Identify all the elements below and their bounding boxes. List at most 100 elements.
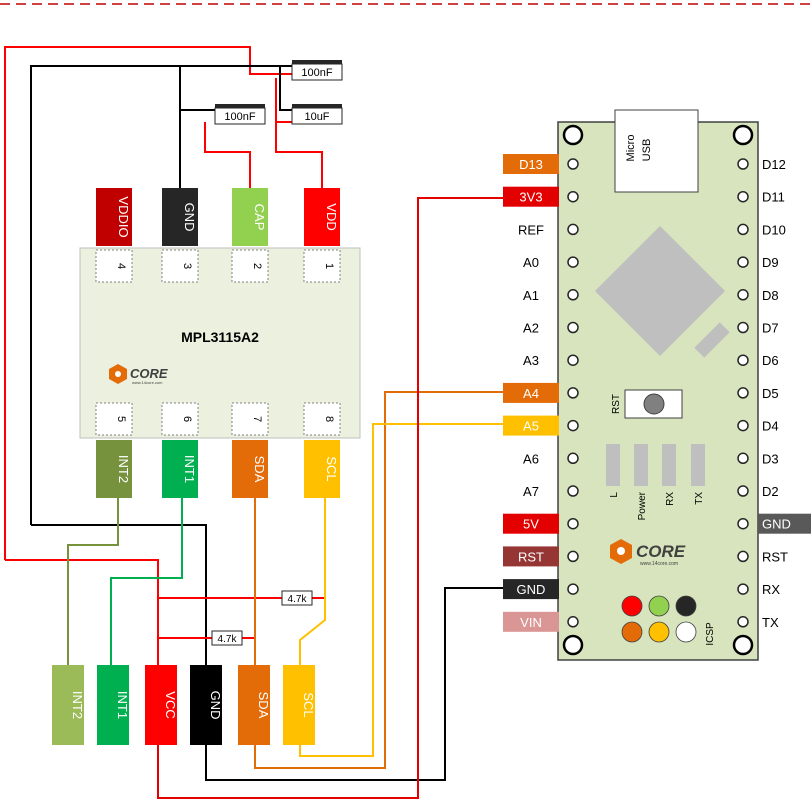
- wire-cap: [204, 122, 251, 190]
- sensor-pin-gnd-num: 3: [181, 263, 193, 269]
- board-pin-right-rst-hole: [737, 550, 749, 563]
- board-pin-right-d8-label: D8: [762, 288, 779, 303]
- board-pin-right-d2-hole: [737, 485, 749, 497]
- led-label-l: L: [609, 492, 620, 498]
- sensor-pin-scl-label: SCL: [324, 456, 339, 481]
- sensor-pin-gnd-label: GND: [182, 203, 197, 232]
- board-pin-left-gnd-label: GND: [517, 582, 546, 597]
- led-rx: [662, 444, 676, 486]
- board-pin-right-d5-hole: [737, 387, 749, 399]
- sensor-pin-gnd-pad: [161, 249, 199, 283]
- board-pin-right-d6-hole: [737, 354, 749, 366]
- board-pin-left-a1-label: A1: [523, 288, 539, 303]
- board-pin-right-d12-hole: [737, 158, 749, 170]
- sensor-pin-vdd-num: 1: [323, 263, 335, 269]
- board-pin-right-d9-hole: [737, 256, 749, 268]
- board-pin-left-gnd-hole: [567, 583, 579, 595]
- header-pin-int1: INT1: [97, 665, 130, 745]
- board-pin-right-d10-label: D10: [762, 222, 786, 237]
- board-pin-right-d8-hole: [737, 289, 749, 301]
- icsp-dot-6: [675, 621, 697, 643]
- header-pin-gnd-label: GND: [208, 691, 223, 720]
- board-pin-left-vin-hole: [567, 616, 579, 628]
- mount-hole-bl: [562, 634, 584, 656]
- icsp-dot-2: [648, 595, 670, 617]
- header-pin-vcc: VCC: [145, 665, 178, 745]
- board-pin-left-a3-hole: [567, 354, 579, 366]
- header-pin-int1-label: INT1: [115, 691, 130, 719]
- board-pin-left-5v-hole: [567, 517, 579, 530]
- board-pin-right-gnd: GND: [737, 513, 811, 534]
- sensor-pin-int2-tab: [96, 440, 132, 498]
- sensor-pin-vdd-label: VDD: [324, 203, 339, 230]
- wire-vdd: [275, 78, 323, 190]
- board-pin-left-a5-tag: [503, 415, 559, 436]
- board-pin-right-d11-hole: [737, 190, 749, 203]
- sensor-pin-cap-num: 2: [251, 263, 263, 269]
- header-pin-scl-label: SCL: [301, 692, 316, 717]
- board-pin-left-a5-label: A5: [523, 419, 539, 434]
- sensor-pin-vdd-pad: [303, 249, 341, 283]
- board-pin-right-tx-hole: [737, 616, 749, 628]
- board-pin-left-3v3-hole: [567, 190, 579, 203]
- header-pin-scl: SCL: [283, 665, 316, 745]
- header-pin-sda-body: [238, 665, 270, 745]
- mount-hole-tr: [732, 124, 754, 146]
- header-pin-sda: SDA: [238, 665, 271, 745]
- header-pin-sda-label: SDA: [256, 692, 271, 719]
- capacitor-100nf-cap-label: 100nF: [224, 111, 255, 123]
- mount-hole-tl: [562, 124, 584, 146]
- board-pin-right-d7-hole: [737, 321, 749, 334]
- board-pin-left-a5: A5: [503, 415, 579, 436]
- board-pin-left-vin-tag: [503, 611, 559, 632]
- mcu-chip-notch: [694, 322, 730, 358]
- board-pin-right-d5-label: D5: [762, 386, 779, 401]
- board-pin-left-a2-label: A2: [523, 321, 539, 336]
- board-pin-right-d4-label: D4: [762, 419, 779, 434]
- sensor-pin-cap-tab: [232, 188, 268, 246]
- sensor-pin-gnd-tab: [162, 188, 198, 246]
- board-pin-right-rst: RST: [737, 549, 788, 564]
- board-pin-left-a3: A3: [523, 353, 579, 368]
- led-l: [606, 444, 620, 486]
- wire-gnd-bottom: [31, 524, 207, 665]
- board-pin-right-d3-label: D3: [762, 451, 779, 466]
- led-label-power: Power: [637, 491, 648, 520]
- led-power: [634, 444, 648, 486]
- board-pin-left-a0-label: A0: [523, 255, 539, 270]
- board-pin-right-d2-label: D2: [762, 484, 779, 499]
- board-pin-left-d13-tag: [503, 154, 559, 174]
- board-pin-left-vin: VIN: [503, 611, 579, 632]
- reset-button[interactable]: [643, 393, 665, 415]
- sensor-pin-cap-label: CAP: [252, 204, 267, 231]
- resistor-scl-label: 4.7k: [288, 594, 308, 605]
- board-pin-left-a3-label: A3: [523, 353, 539, 368]
- wire-gnd-to-board: [205, 587, 512, 781]
- sensor-pin-int1-label: INT1: [182, 455, 197, 483]
- board-pin-right-d9-label: D9: [762, 255, 779, 270]
- sensor-pin-int1-num: 6: [181, 416, 193, 422]
- resistor-sda: 4.7k: [211, 630, 243, 646]
- board-pin-left-a1: A1: [523, 288, 579, 303]
- sensor-pin-vdd: VDD 1: [303, 188, 341, 283]
- micro-usb-label-1: Micro: [625, 135, 637, 162]
- board-pin-left-ref-label: REF: [518, 222, 544, 237]
- board-pin-right-rx-label: RX: [762, 582, 780, 597]
- capacitor-100nf-top-label: 100nF: [301, 67, 332, 79]
- board-pin-right-d2: D2: [737, 484, 779, 499]
- board-pin-right-rx: RX: [737, 582, 780, 597]
- wire-sda-to-a4: [254, 391, 512, 769]
- header-pin-gnd-body: [190, 665, 222, 745]
- sensor-pin-scl-pad: [303, 402, 341, 436]
- icsp-dot-3: [675, 595, 697, 617]
- board-pin-left-5v: 5V: [503, 513, 579, 534]
- sensor-pin-vddio-num: 4: [115, 263, 127, 269]
- sensor-pin-int1-tab: [162, 440, 198, 498]
- board-pin-left-a4-hole: [567, 387, 579, 399]
- board-pin-left-rst-label: RST: [518, 549, 544, 564]
- board-pin-right-gnd-hole: [737, 517, 749, 530]
